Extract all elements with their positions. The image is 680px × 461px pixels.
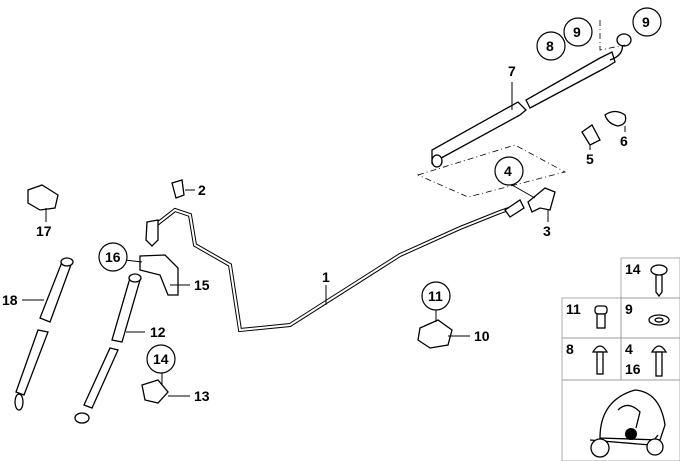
legend-label-9: 9 [625,301,633,317]
clip-17[interactable] [27,184,59,211]
callout-14-circle [146,344,176,374]
callout-4-circle [494,156,524,186]
label-15: 15 [194,277,210,293]
callout-11-circle [421,281,451,311]
label-8: 8 [546,38,554,54]
legend-label-8: 8 [566,341,574,357]
slotted-screw-icon [594,305,608,329]
label-11: 11 [428,288,443,304]
label-9b: 9 [642,14,650,30]
clip-6[interactable] [604,110,627,127]
hose-7[interactable] [431,33,632,168]
label-17: 17 [36,223,52,239]
label-9a: 9 [573,24,581,40]
label-13: 13 [194,388,210,404]
bracket-15[interactable] [139,254,179,296]
legend-label-14: 14 [625,261,641,277]
round-head-bolt-icon-2 [650,345,668,377]
assembly-dashline-top [599,20,626,51]
scooter-with-roof-icon [589,389,666,458]
bracket-3[interactable] [527,187,556,213]
hose-18[interactable] [14,257,74,411]
clip-2[interactable] [171,179,185,199]
clip-5[interactable] [581,124,601,146]
label-2: 2 [198,182,206,198]
label-18: 18 [2,292,18,308]
label-12: 12 [150,324,166,340]
nut-10[interactable] [417,319,453,349]
legend-label-11: 11 [566,301,581,317]
label-1: 1 [322,269,330,285]
round-head-bolt-icon [591,345,609,375]
label-16: 16 [105,249,121,265]
label-10: 10 [474,328,490,344]
callout-8-circle [536,31,566,61]
legend-label-16: 16 [625,361,641,377]
label-7: 7 [508,63,516,79]
label-6: 6 [620,133,628,149]
tapping-screw-icon [650,264,668,298]
legend-label-4: 4 [625,341,633,357]
clip-13[interactable] [141,379,169,404]
location-marker-icon [625,428,637,440]
label-14: 14 [153,351,169,367]
callout-16-circle [98,242,128,272]
washer-icon [648,314,670,326]
label-3: 3 [543,223,551,239]
callout-9a-circle [563,17,593,47]
brake-line-1[interactable] [145,199,525,333]
label-4: 4 [504,163,512,179]
label-5: 5 [586,151,594,167]
callout-9b-circle [632,7,662,37]
fastener-legend-grid: 14 11 9 8 4 16 [561,257,680,461]
assembly-dashline-mid [416,144,567,198]
hose-12[interactable] [74,273,142,424]
